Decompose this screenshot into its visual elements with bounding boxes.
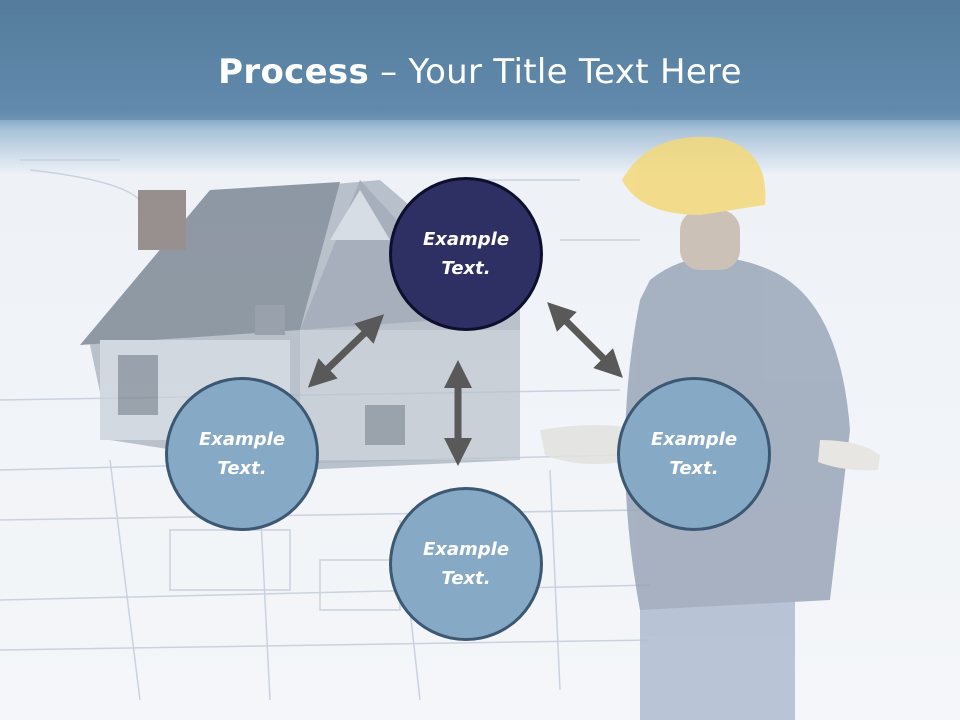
- title-rest: – Your Title Text Here: [369, 52, 742, 92]
- circle-label: Example Text.: [422, 539, 510, 589]
- process-circle-bottom: Example Text.: [389, 487, 543, 641]
- blueprint-lines: [0, 159, 651, 701]
- process-circle-right: Example Text.: [617, 377, 771, 531]
- circle-label: Example Text.: [422, 229, 510, 279]
- title-bold: Process: [218, 52, 370, 92]
- slide-title: Process – Your Title Text Here: [0, 52, 960, 92]
- arrow-top-right: [547, 302, 623, 378]
- circle-label: Example Text.: [198, 429, 286, 479]
- circle-label: Example Text.: [650, 429, 738, 479]
- process-circle-left: Example Text.: [165, 377, 319, 531]
- arrow-top-left: [307, 314, 385, 388]
- process-circle-top: Example Text.: [389, 177, 543, 331]
